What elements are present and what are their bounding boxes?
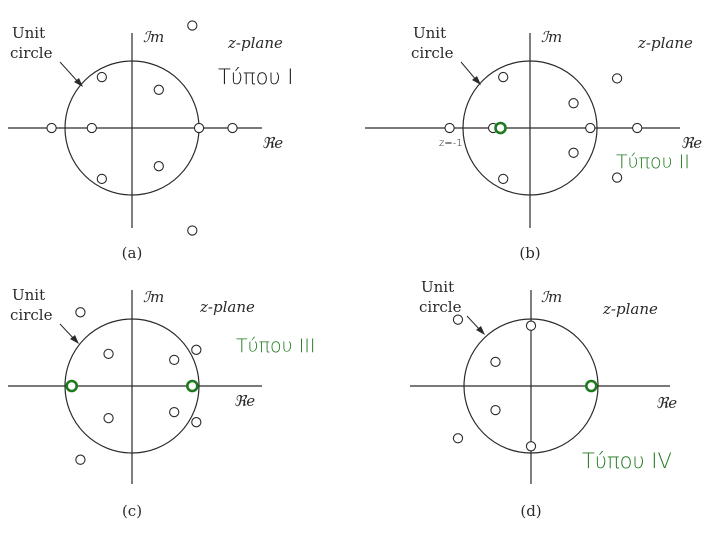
- zero-marker: [452, 433, 464, 444]
- zero-marker: [169, 406, 180, 418]
- zero-marker: [611, 172, 623, 183]
- zeros-c: [65, 307, 202, 465]
- highlighted-zero-marker: [584, 379, 598, 393]
- unit-label-line2: circle: [419, 298, 462, 316]
- zero-marker: [525, 320, 537, 331]
- zero-marker: [191, 344, 202, 355]
- unit-circle: [463, 318, 599, 454]
- handwritten-note: Τύπου Ι: [218, 65, 294, 89]
- zero-marker: [46, 122, 57, 134]
- zero-marker: [103, 348, 114, 359]
- zero-marker: [187, 225, 198, 236]
- zero-marker: [498, 173, 509, 185]
- unit-label-line1: Unit: [413, 24, 446, 42]
- highlighted-zero-marker: [65, 379, 78, 393]
- zero-marker: [452, 314, 464, 325]
- panel-a: Unit circle ℐm z-plane ℜe Τύπου Ι (a): [8, 20, 294, 262]
- z-plane-label: z-plane: [227, 34, 283, 52]
- zeros-a: [46, 20, 238, 236]
- zero-marker: [75, 307, 86, 318]
- unit-circle: [64, 318, 200, 454]
- zero-marker: [96, 173, 107, 185]
- zero-marker: [632, 122, 643, 134]
- zero-marker: [96, 71, 107, 83]
- re-label: ℜe: [681, 134, 702, 152]
- im-label: ℐm: [143, 288, 164, 306]
- zero-marker: [103, 413, 114, 424]
- unit-label-line1: Unit: [12, 286, 45, 304]
- z-annotation: z=-1: [439, 138, 463, 149]
- panel-c: Unit circle ℐm z-plane ℜe Τύπου ΙΙΙ (c): [8, 286, 316, 520]
- im-label: ℐm: [541, 288, 562, 306]
- zero-marker: [193, 122, 205, 134]
- arrow-head: [472, 76, 481, 85]
- zeros-d: [452, 314, 598, 452]
- caption: (d): [520, 502, 541, 520]
- re-label: ℜe: [234, 392, 255, 410]
- handwritten-note: Τύπου ΙΙΙ: [236, 335, 316, 357]
- unit-label-line1: Unit: [12, 24, 45, 42]
- zero-marker: [585, 122, 596, 134]
- handwritten-note: Τύπου ΙΙ: [616, 151, 690, 173]
- caption: (b): [519, 244, 540, 262]
- arrow-head: [74, 78, 83, 87]
- re-label: ℜe: [656, 394, 677, 412]
- zeros-b: [444, 71, 643, 185]
- highlighted-zero-marker: [186, 379, 199, 393]
- unit-circle: [462, 60, 598, 196]
- arrow-head: [476, 326, 485, 335]
- zero-marker: [611, 73, 623, 84]
- unit-circle-arrow: [460, 61, 478, 82]
- zero-marker: [444, 122, 455, 134]
- z-plane-label: z-plane: [602, 300, 658, 318]
- zero-marker: [153, 161, 164, 172]
- unit-label-line1: Unit: [421, 278, 454, 296]
- zero-marker: [525, 441, 537, 452]
- zero-marker: [490, 356, 501, 368]
- im-label: ℐm: [143, 28, 164, 46]
- zero-marker: [568, 147, 579, 158]
- zero-marker: [86, 122, 97, 134]
- caption: (c): [122, 502, 142, 520]
- unit-label-line2: circle: [411, 44, 454, 62]
- panel-d: Unit circle ℐm z-plane ℜe Τύπου ΙV (d): [410, 278, 677, 520]
- zero-marker: [498, 71, 509, 83]
- highlighted-zero-marker: [494, 121, 507, 135]
- unit-label-line2: circle: [10, 306, 53, 324]
- unit-circle-arrow: [59, 61, 80, 84]
- z-plane-label: z-plane: [637, 34, 693, 52]
- arrow-head: [70, 335, 79, 344]
- caption: (a): [122, 244, 143, 262]
- zero-marker: [227, 122, 238, 134]
- zero-marker: [169, 354, 180, 366]
- zero-marker: [187, 20, 198, 31]
- panel-b: Unit circle ℐm z-plane ℜe z=-1 Τύπου ΙΙ …: [365, 24, 702, 262]
- zero-marker: [490, 404, 501, 416]
- z-plane-label: z-plane: [199, 298, 255, 316]
- unit-label-line2: circle: [10, 44, 53, 62]
- im-label: ℐm: [541, 28, 562, 46]
- zero-marker: [191, 417, 202, 428]
- zero-marker: [75, 454, 86, 465]
- zero-marker: [153, 84, 164, 95]
- handwritten-note: Τύπου ΙV: [582, 449, 672, 473]
- re-label: ℜe: [262, 134, 283, 152]
- zero-marker: [568, 98, 579, 109]
